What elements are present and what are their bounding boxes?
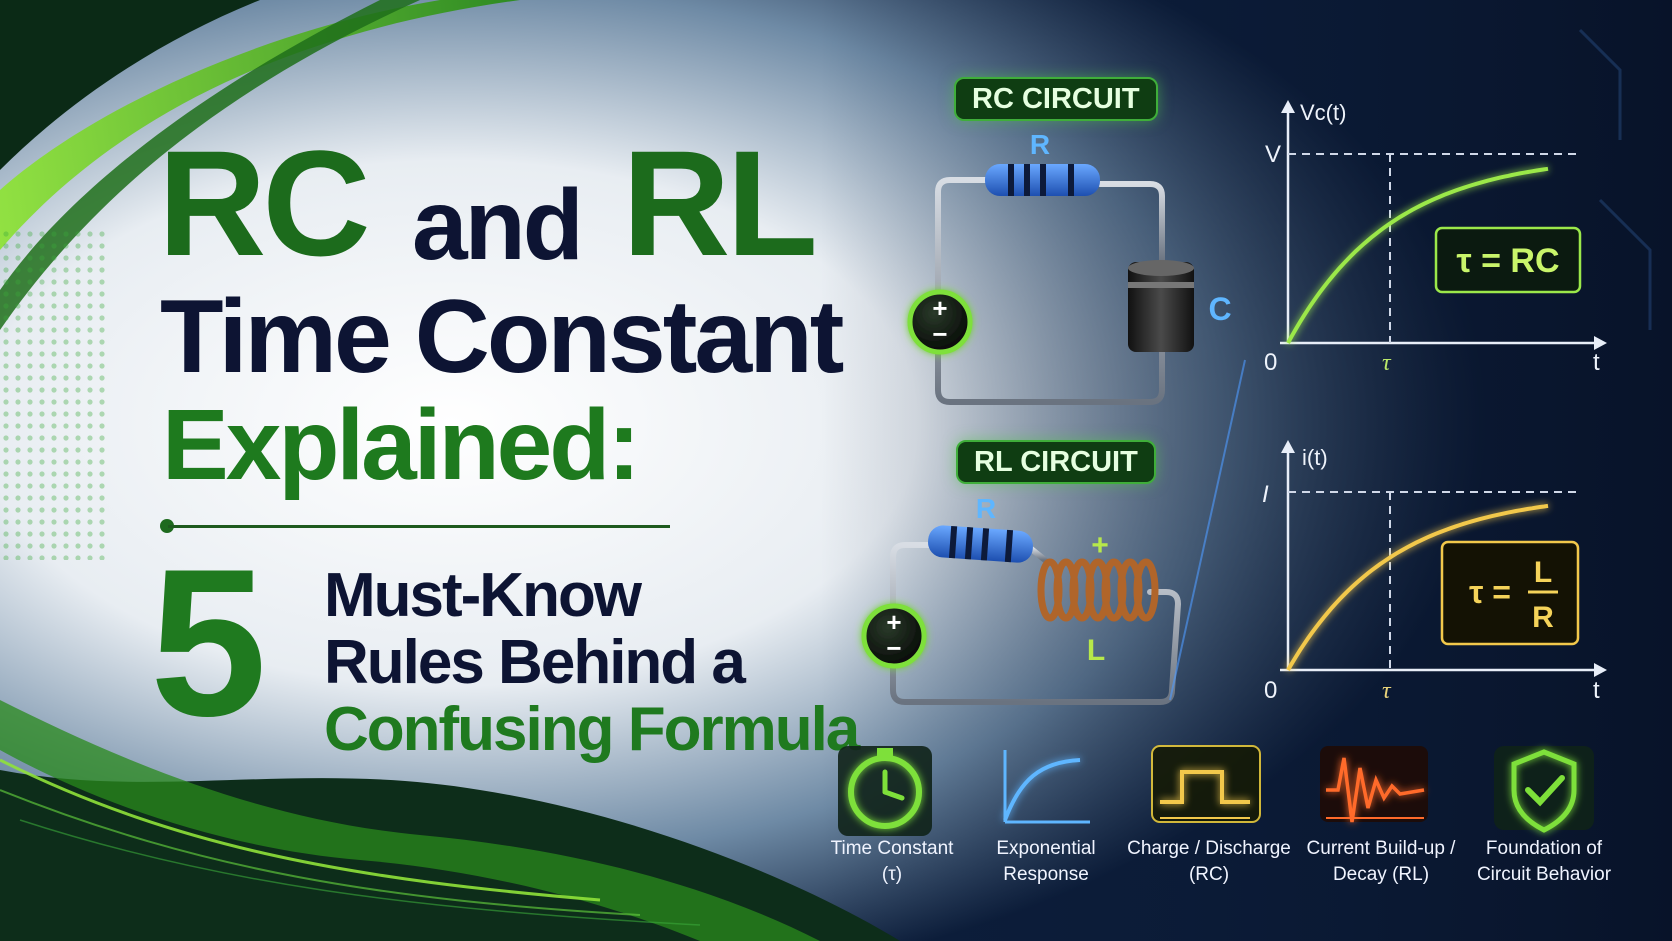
feature-label-line1: Charge / Discharge bbox=[1127, 838, 1291, 859]
feature-label-line1: Current Build-up / bbox=[1306, 838, 1456, 859]
feature-label-line1: Exponential bbox=[996, 838, 1096, 859]
rc-formula-box bbox=[1434, 226, 1582, 294]
rc-graph-x-label: t bbox=[1593, 349, 1600, 376]
stopwatch-icon bbox=[838, 746, 932, 836]
rc-graph: Vc(t) V 0 τ t τ = RC bbox=[1264, 100, 1607, 376]
feature-label-line2: (τ) bbox=[881, 864, 903, 885]
title-rl: RL bbox=[622, 119, 818, 287]
rc-source-minus: − bbox=[932, 319, 947, 349]
rl-graph: i(t) I 0 τ t τ = L R bbox=[1262, 440, 1607, 704]
rl-voltage-source bbox=[861, 603, 927, 669]
title-divider bbox=[168, 525, 670, 528]
rl-graph-tau-tick: τ bbox=[1382, 678, 1392, 704]
rl-graph-y-label: i(t) bbox=[1302, 445, 1328, 470]
rc-graph-final-label: V bbox=[1265, 141, 1281, 168]
pulse-wave-icon bbox=[1151, 745, 1261, 823]
feature-label-line1: Time Constant bbox=[830, 838, 954, 859]
title-and: and bbox=[412, 169, 584, 281]
rl-inductor-label: L bbox=[1087, 634, 1105, 667]
rc-capacitor bbox=[1128, 260, 1194, 352]
rc-capacitor-label: C bbox=[1208, 291, 1231, 327]
rl-graph-origin: 0 bbox=[1264, 677, 1277, 704]
rc-source-plus: + bbox=[932, 293, 947, 323]
feature-label-line2: Circuit Behavior bbox=[1476, 864, 1612, 885]
rc-circuit: + − R C bbox=[907, 129, 1232, 405]
feature-current-buildup-decay: Current Build-up / Decay (RL) bbox=[1286, 836, 1476, 888]
rc-graph-origin: 0 bbox=[1264, 349, 1277, 376]
feature-charge-discharge: Charge / Discharge (RC) bbox=[1114, 836, 1304, 888]
rl-graph-x-label: t bbox=[1593, 677, 1600, 704]
rl-resistor bbox=[928, 525, 1033, 563]
exponential-curve-icon bbox=[1003, 750, 1090, 824]
rl-formula-numerator: L bbox=[1534, 556, 1552, 589]
divider-dot bbox=[160, 519, 174, 533]
title-time-constant: Time Constant bbox=[160, 279, 844, 395]
title-explained: Explained: bbox=[162, 389, 641, 501]
rl-graph-final-label: I bbox=[1262, 481, 1269, 508]
rc-graph-y-label: Vc(t) bbox=[1300, 100, 1346, 125]
subtitle-line-2: Rules Behind a bbox=[324, 628, 746, 697]
rl-inductor bbox=[1037, 558, 1159, 622]
rl-source-minus: − bbox=[886, 633, 901, 663]
rl-inductor-plus: + bbox=[1091, 529, 1109, 562]
rc-charging-curve bbox=[1286, 166, 1549, 344]
title-rc: RC bbox=[158, 119, 371, 287]
rc-circuit-label: RC CIRCUIT bbox=[954, 77, 1158, 121]
shield-check-icon bbox=[1494, 746, 1594, 833]
feature-exponential-response: Exponential Response bbox=[951, 836, 1141, 888]
feature-icons bbox=[838, 745, 1594, 836]
subtitle-number: 5 bbox=[150, 525, 267, 760]
rl-formula-denominator: R bbox=[1532, 601, 1554, 634]
subtitle-line-1: Must-Know bbox=[324, 561, 642, 630]
rl-circuit-label: RL CIRCUIT bbox=[956, 440, 1156, 484]
damped-oscillation-icon bbox=[1320, 746, 1428, 823]
rl-formula-box bbox=[1440, 540, 1580, 646]
rl-current-curve bbox=[1286, 503, 1549, 672]
subtitle-line-3: Confusing Formula bbox=[324, 695, 860, 764]
feature-label-line1: Foundation of bbox=[1485, 838, 1603, 859]
rl-source-plus: + bbox=[886, 607, 901, 637]
rc-formula: τ = RC bbox=[1456, 242, 1559, 280]
feature-label-line2: Response bbox=[1003, 864, 1089, 885]
rl-resistor-label: R bbox=[976, 493, 996, 524]
rc-graph-tau-tick: τ bbox=[1382, 350, 1392, 376]
feature-label-line2: Decay (RL) bbox=[1332, 864, 1430, 885]
rl-circuit: + − R + L bbox=[861, 493, 1182, 705]
feature-foundation-circuit-behavior: Foundation of Circuit Behavior bbox=[1449, 836, 1639, 888]
feature-time-constant: Time Constant (τ) bbox=[797, 836, 987, 888]
rc-resistor bbox=[985, 164, 1100, 196]
feature-label-line2: (RC) bbox=[1188, 864, 1230, 885]
rc-voltage-source bbox=[907, 289, 973, 355]
rc-resistor-label: R bbox=[1030, 129, 1050, 160]
rl-formula-lhs: τ = bbox=[1469, 574, 1511, 610]
